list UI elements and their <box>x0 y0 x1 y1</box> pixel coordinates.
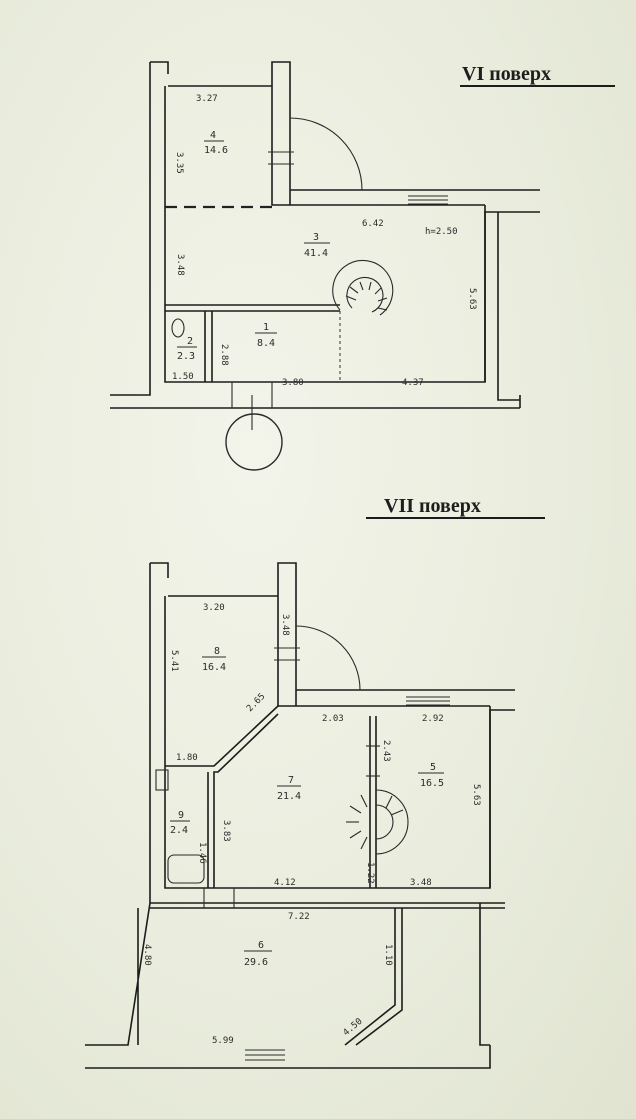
floor-6-dimension: 2.88 <box>219 344 229 366</box>
floor-7-spiral-stair-icon <box>346 789 409 855</box>
floor-6-exterior-circle <box>225 413 283 471</box>
floor-6-window-top <box>408 195 448 205</box>
floor-7-dimension: 3.83 <box>221 820 231 842</box>
floor-6-window-bottom <box>231 382 273 430</box>
floor-6-room-number: 1 <box>263 322 269 333</box>
floor-7-outer-walls <box>85 562 515 1069</box>
floor-7-dimension: 4.80 <box>142 944 152 966</box>
floor-7-bathtub-icon <box>167 854 205 884</box>
floor-7-dimension: 3.48 <box>280 614 290 636</box>
floor-6-room-area: 41.4 <box>304 248 328 259</box>
floor-7-dimension: 1.46 <box>197 842 207 864</box>
floor-7-window-top <box>406 696 450 706</box>
floor-6-dimension: 4.37 <box>402 378 424 388</box>
floor-6-room-area: 8.4 <box>257 338 275 349</box>
floor-7-dimension: 3.48 <box>410 878 432 888</box>
floor-6-dimension: 3.35 <box>174 152 184 174</box>
floor-7-dimension: 3.20 <box>203 603 225 613</box>
floor-6-title: VI поверх <box>462 63 551 85</box>
floor-7-diagonal-partition <box>165 705 279 767</box>
floor-6-outer-walls <box>110 61 540 409</box>
floor-7-room-number: 6 <box>258 940 264 951</box>
floor-7-room-number: 7 <box>288 775 294 786</box>
floor-7-diagonal-partition-2 <box>213 713 279 888</box>
floor-7-room6-angled-wall-2 <box>355 908 403 1046</box>
floor-6-dimension: 5.63 <box>467 288 477 310</box>
floor-7-door-swing <box>295 625 361 691</box>
floor-7-dimension: 1.10 <box>383 944 393 966</box>
floor-7-room6-angled-wall <box>344 908 396 1046</box>
floor-7-room-number: 8 <box>214 646 220 657</box>
floor-7-dimension: 4.50 <box>342 1017 365 1039</box>
floor-6-door-swing <box>289 117 363 191</box>
floor-7-dimension: 2.92 <box>422 714 444 724</box>
floor-6-plan: VI поверх <box>110 61 615 471</box>
floor-6-room-area: 2.3 <box>177 351 195 362</box>
floor-7-room-area: 16.5 <box>420 778 444 789</box>
floor-6-dimension: 3.80 <box>282 378 304 388</box>
floor-7-dimension: 1.22 <box>365 862 375 884</box>
floor-7-room-area: 29.6 <box>244 957 268 968</box>
floor-7-sink-icon <box>155 769 169 791</box>
floor-6-room-area: 14.6 <box>204 145 228 156</box>
floor-7-dimension: 2.03 <box>322 714 344 724</box>
floor-7-room-area: 21.4 <box>277 791 301 802</box>
floor-7-room-area: 16.4 <box>202 662 226 673</box>
floor-7-dimension: 2.43 <box>381 740 391 762</box>
floor-7-window-bottom <box>245 1049 285 1061</box>
floor-6-dimension: 3.27 <box>196 94 218 104</box>
floor-6-dimension: 1.50 <box>172 372 194 382</box>
floor-7-dimension: 2.65 <box>245 692 267 714</box>
floor-6-dimension: h=2.50 <box>425 227 458 237</box>
floor-7-room-area: 2.4 <box>170 825 188 836</box>
floor-6-spiral-stair-icon <box>332 259 394 316</box>
floor-7-dimension: 4.12 <box>274 878 296 888</box>
floor-7-plan: VII поверх <box>85 495 545 1069</box>
floor-7-dimension: 5.63 <box>471 784 481 806</box>
floor-7-dimension: 5.99 <box>212 1036 234 1046</box>
floor-7-title: VII поверх <box>384 495 481 517</box>
floor-6-toilet-icon <box>171 318 185 338</box>
floor-7-room-number: 9 <box>178 810 184 821</box>
floor-6-room-number: 3 <box>313 232 319 243</box>
floor-6-dimension: 6.42 <box>362 219 384 229</box>
floor-7-room-number: 5 <box>430 762 436 773</box>
floor-6-room-number: 2 <box>187 336 193 347</box>
floor-6-room-number: 4 <box>210 130 216 141</box>
floor-7-dimension: 7.22 <box>288 912 310 922</box>
floor-7-dimension: 1.80 <box>176 753 198 763</box>
floor-6-dimension: 3.48 <box>175 254 185 276</box>
floor-7-dimension: 5.41 <box>169 650 179 672</box>
